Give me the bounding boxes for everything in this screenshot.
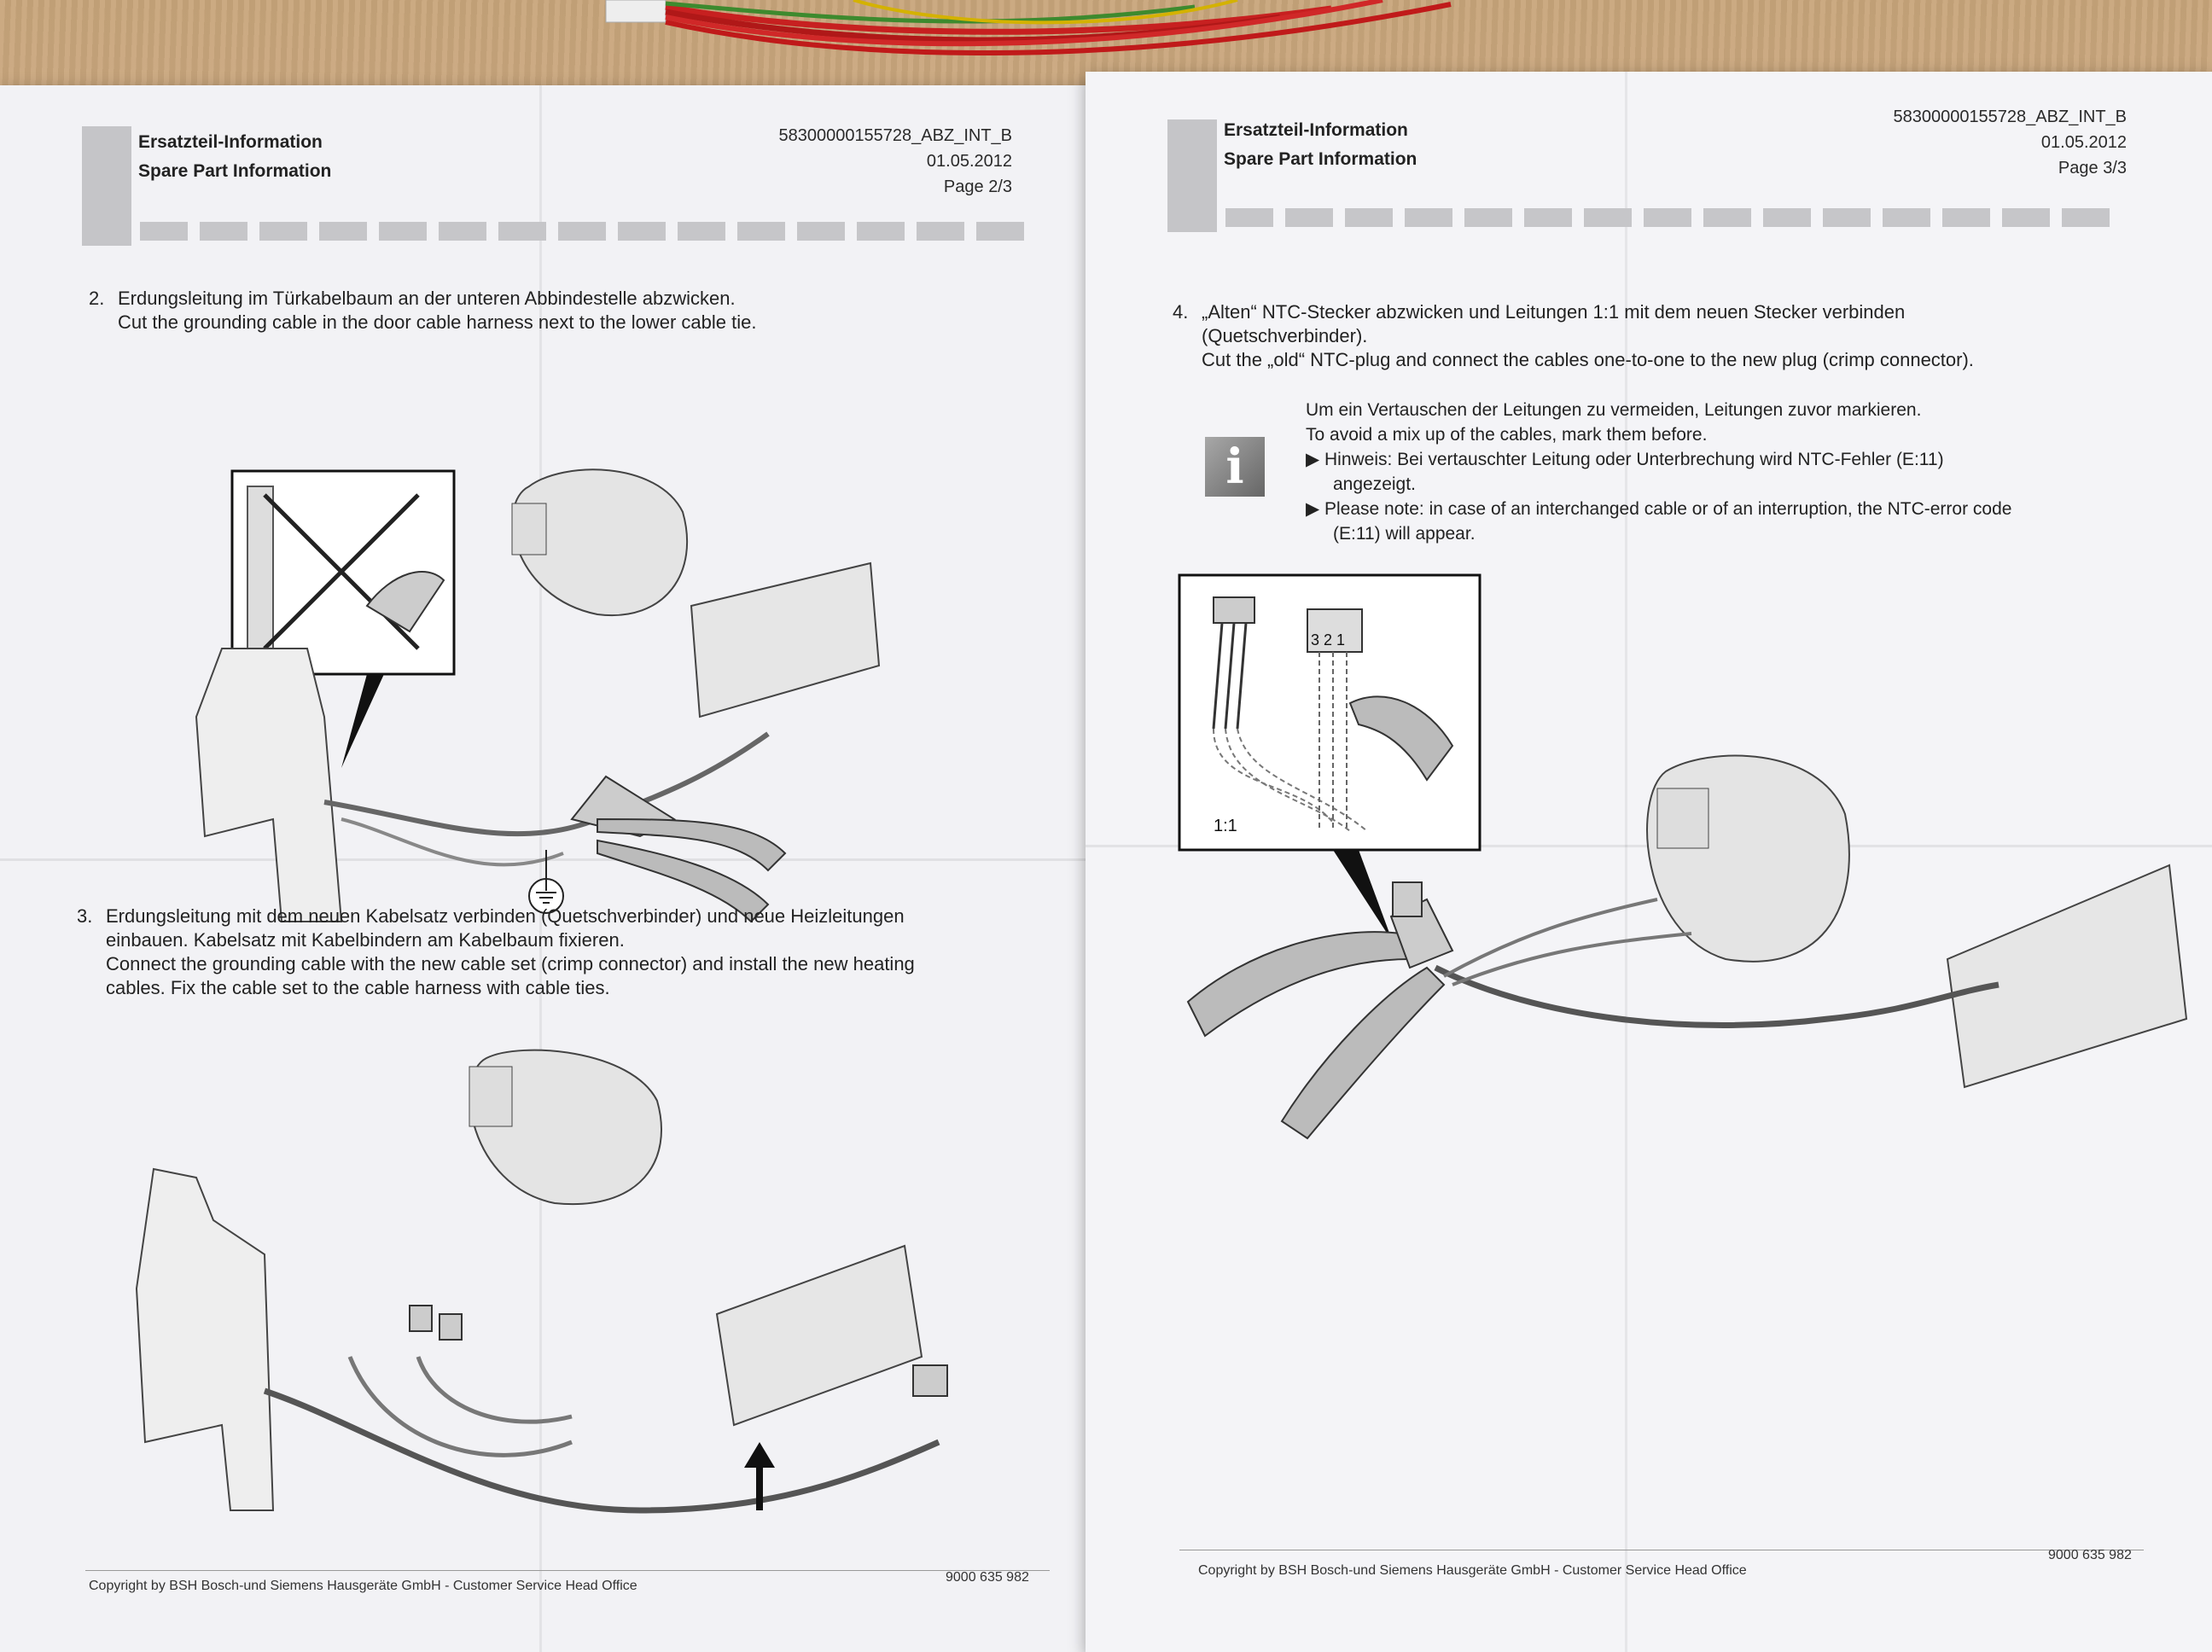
header-title-en: Spare Part Information: [1224, 149, 1417, 169]
header-accent-bar: [1167, 119, 1217, 232]
step-4-text: 4. „Alten“ NTC-Stecker abzwicken und Lei…: [1173, 300, 2183, 372]
step-3-de-line2: einbauen. Kabelsatz mit Kabelbindern am …: [106, 929, 625, 951]
info-note: Um ein Vertauschen der Leitungen zu verm…: [1306, 398, 2176, 546]
footer-rule: [85, 1570, 1050, 1571]
step-4-illustration: 3 2 1 1:1: [1178, 573, 2188, 1140]
step-3-en-line1: Connect the grounding cable with the new…: [106, 953, 915, 974]
step-4-number: 4.: [1173, 301, 1189, 323]
header-title-de: Ersatzteil-Information: [138, 132, 323, 152]
step-4-de-line2: (Quetschverbinder).: [1202, 325, 1368, 346]
hint-de-line1: ▶ Hinweis: Bei vertauschter Leitung oder…: [1306, 450, 1944, 469]
header-title-de: Ersatzteil-Information: [1224, 120, 1408, 140]
header-dash-rule: [1225, 208, 2110, 227]
hint-en-line1: ▶ Please note: in case of an interchange…: [1306, 499, 2012, 519]
header-title-en: Spare Part Information: [138, 161, 332, 181]
step-3-text: 3. Erdungsleitung mit dem neuen Kabelsat…: [77, 905, 1070, 1000]
hint-en-line2: (E:11) will appear.: [1333, 524, 1476, 544]
step-4-de-line1: „Alten“ NTC-Stecker abzwicken und Leitun…: [1202, 301, 1906, 323]
info-icon: i: [1205, 437, 1265, 497]
pin-label: 3 2 1: [1311, 631, 1345, 649]
header-title-block: Ersatzteil-Information Spare Part Inform…: [138, 128, 331, 186]
ratio-label: 1:1: [1214, 817, 1237, 835]
step-3-illustration: [135, 1049, 948, 1514]
right-instruction-page: Ersatzteil-Information Spare Part Inform…: [1086, 72, 2212, 1652]
header-accent-bar: [82, 126, 131, 246]
step-4-en: Cut the „old“ NTC-plug and connect the c…: [1202, 349, 1974, 370]
hint-de-line2: angezeigt.: [1333, 474, 1416, 494]
header-title-block: Ersatzteil-Information Spare Part Inform…: [1224, 116, 1417, 174]
step-2-illustration: [195, 468, 881, 923]
step-3-de-line1: Erdungsleitung mit dem neuen Kabelsatz v…: [106, 905, 905, 927]
left-instruction-page: Ersatzteil-Information Spare Part Inform…: [0, 85, 1101, 1652]
header-meta: 58300000155728_ABZ_INT_B 01.05.2012 Page…: [1768, 104, 2127, 181]
red-cable-bundle: [605, 0, 1452, 56]
footer-doc-number: 9000 635 982: [2048, 1548, 2132, 1562]
footer-copyright: Copyright by BSH Bosch-und Siemens Hausg…: [1198, 1563, 1747, 1578]
page-number: Page 3/3: [2058, 159, 2127, 177]
page-number: Page 2/3: [943, 177, 1012, 196]
header-dash-rule: [140, 222, 1024, 241]
doc-date: 01.05.2012: [926, 152, 1012, 171]
footer-copyright: Copyright by BSH Bosch-und Siemens Hausg…: [89, 1579, 637, 1593]
doc-id: 58300000155728_ABZ_INT_B: [1893, 108, 2127, 126]
step-2-text: 2. Erdungsleitung im Türkabelbaum an der…: [89, 287, 1057, 334]
step-2-en: Cut the grounding cable in the door cabl…: [118, 311, 757, 333]
footer-doc-number: 9000 635 982: [946, 1570, 1029, 1585]
step-3-number: 3.: [77, 905, 93, 927]
step-3-en-line2: cables. Fix the cable set to the cable h…: [106, 977, 610, 998]
doc-id: 58300000155728_ABZ_INT_B: [778, 126, 1012, 145]
step-2-de: Erdungsleitung im Türkabelbaum an der un…: [118, 288, 736, 309]
info-line-de: Um ein Vertauschen der Leitungen zu verm…: [1306, 400, 1922, 420]
step-2-number: 2.: [89, 288, 105, 309]
doc-date: 01.05.2012: [2040, 133, 2127, 152]
header-meta: 58300000155728_ABZ_INT_B 01.05.2012 Page…: [666, 123, 1012, 200]
info-line-en: To avoid a mix up of the cables, mark th…: [1306, 425, 1708, 445]
